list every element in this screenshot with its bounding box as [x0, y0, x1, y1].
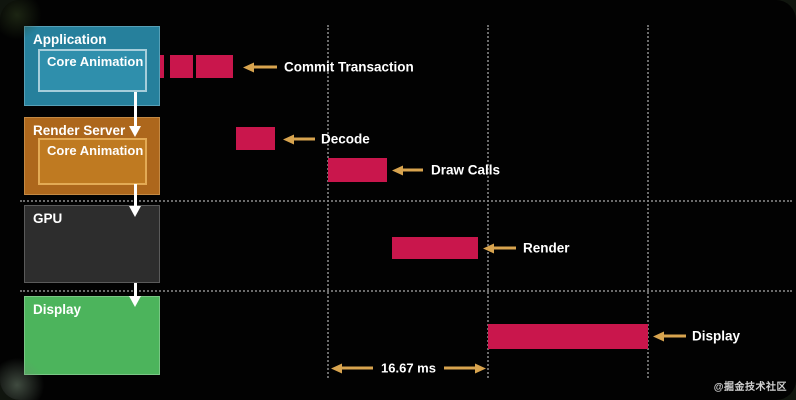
stage-application-core-animation: Core Animation [38, 49, 147, 92]
arrow-left-icon [243, 62, 254, 72]
stage-gpu-label: GPU [33, 211, 63, 226]
flow-arrowhead-icon [129, 296, 141, 307]
stage-application-label: Application [33, 32, 107, 47]
arrow-left-icon [331, 363, 342, 373]
arrow-left-icon [283, 134, 294, 144]
commit-transaction-bar-fragment [160, 55, 164, 78]
decode-callout: Decode [283, 132, 370, 147]
draw-calls-bar [328, 158, 387, 182]
frame-duration-label: 16.67 ms [381, 360, 436, 376]
stage-display-label: Display [33, 302, 82, 317]
flow-arrow-app-to-renderserver [134, 92, 137, 127]
stage-application: Application Core Animation [24, 26, 160, 106]
display-label: Display [692, 328, 741, 344]
arrow-line [443, 366, 475, 370]
arrow-line [254, 65, 277, 69]
stage-render-server-label: Render Server [33, 123, 126, 138]
display-callout: Display [653, 329, 740, 344]
flow-arrow-gpu-to-display [134, 283, 137, 297]
flow-arrow-renderserver-to-gpu [134, 184, 137, 207]
render-label: Render [523, 240, 570, 256]
core-animation-label: Core Animation [47, 54, 144, 69]
arrow-left-icon [653, 331, 664, 341]
core-animation-label: Core Animation [47, 143, 144, 158]
arrow-line [403, 168, 423, 172]
arrow-left-icon [483, 243, 494, 253]
arrow-line [664, 334, 686, 338]
stage-gpu: GPU [24, 205, 160, 283]
display-bar [488, 324, 648, 349]
draw-calls-callout: Draw Calls [392, 163, 500, 178]
flow-arrowhead-icon [129, 126, 141, 137]
arrow-left-icon [392, 165, 403, 175]
draw-calls-label: Draw Calls [431, 162, 501, 178]
flow-arrowhead-icon [129, 206, 141, 217]
h-gridline-1 [20, 200, 792, 202]
stage-display: Display [24, 296, 160, 375]
commit-transaction-label: Commit Transaction [284, 59, 414, 75]
frame-duration-annotation: 16.67 ms [331, 361, 486, 376]
arrow-line [494, 246, 516, 250]
watermark: @掘金技术社区 [713, 382, 787, 393]
commit-transaction-bar-2 [196, 55, 233, 78]
arrow-right-icon [475, 363, 486, 373]
render-callout: Render [483, 241, 570, 256]
commit-transaction-callout: Commit Transaction [243, 60, 414, 75]
stage-render-server-core-animation: Core Animation [38, 138, 147, 185]
decode-label: Decode [321, 131, 370, 147]
decode-bar [236, 127, 275, 150]
h-gridline-2 [20, 290, 792, 292]
arrow-line [294, 137, 315, 141]
arrow-line [342, 366, 374, 370]
stage-render-server: Render Server Core Animation [24, 117, 160, 195]
render-bar [392, 237, 478, 259]
commit-transaction-bar-1 [170, 55, 193, 78]
